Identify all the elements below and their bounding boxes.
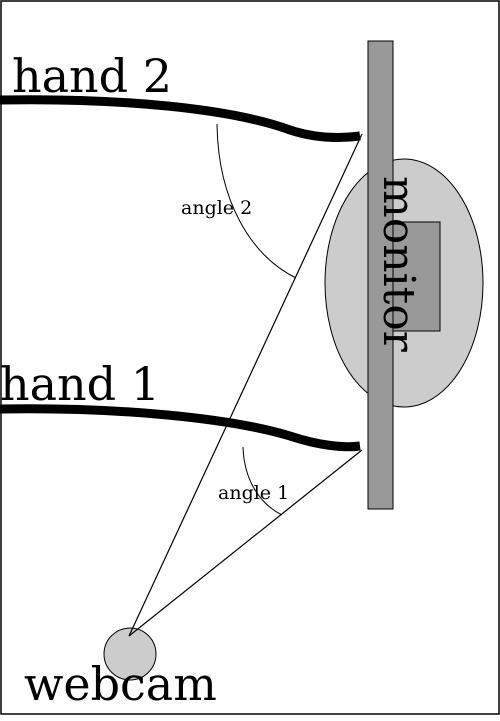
monitor-label: monitor <box>373 176 424 353</box>
webcam-circle <box>103 627 157 681</box>
angle-2-arc <box>216 123 297 279</box>
angle-1-arc <box>242 446 283 516</box>
webcam-label: webcam <box>24 657 217 711</box>
sight-line-hand-2 <box>128 133 363 637</box>
hand-1-label: hand 1 <box>0 357 160 411</box>
hand-2-label: hand 2 <box>12 49 172 103</box>
hand-2-arm <box>0 95 361 143</box>
monitor-bar <box>367 40 394 510</box>
angle-1-label: angle 1 <box>218 482 289 504</box>
sight-line-hand-1 <box>128 449 363 637</box>
angle-2-label: angle 2 <box>181 197 252 219</box>
hand-1-arm <box>0 404 361 452</box>
